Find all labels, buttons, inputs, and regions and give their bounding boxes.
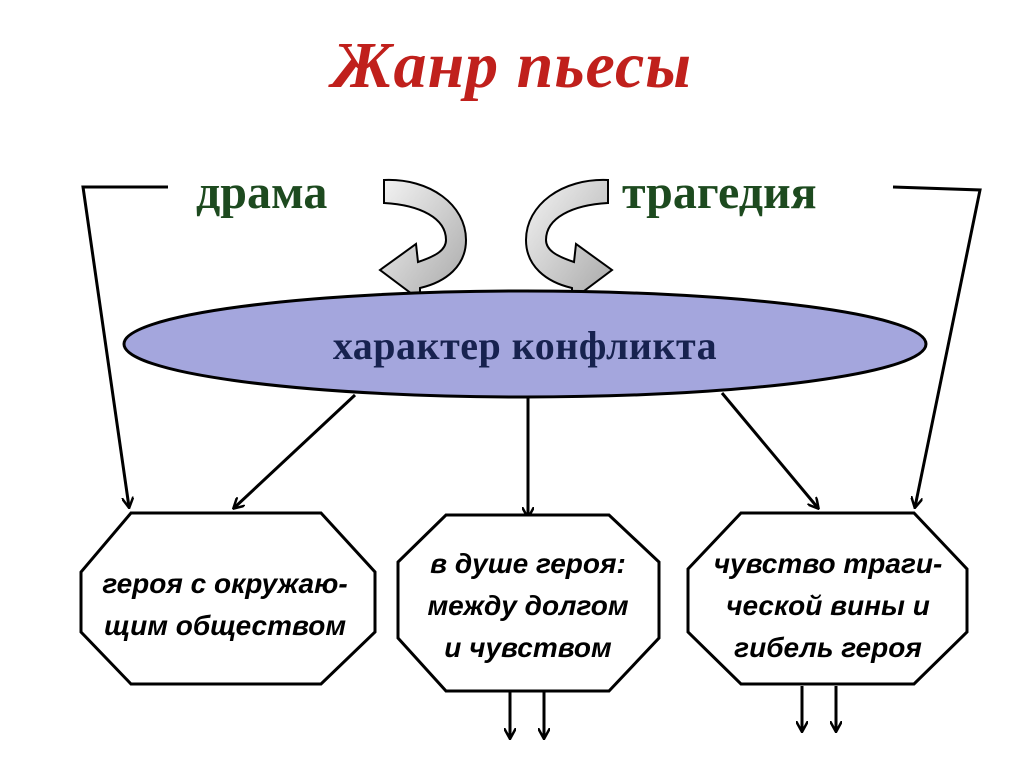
curved-arrow-left [378, 178, 468, 302]
arrow-to-box1 [234, 393, 357, 508]
box1-text: героя с окружаю- щим обществом [70, 563, 380, 647]
box3-line: чувство траги- [713, 548, 943, 579]
page-title: Жанр пьесы [331, 29, 693, 102]
genre-tragedy: трагедия [622, 166, 817, 219]
box2-line: между долгом [427, 590, 629, 621]
arrow-to-box3 [720, 392, 818, 508]
box3-line: гибель героя [734, 632, 922, 663]
box2-text: в душе героя: между долгом и чувством [394, 543, 662, 669]
box2-line: в душе героя: [430, 548, 626, 579]
box2-octagon [396, 513, 661, 693]
box3-octagon [686, 511, 969, 686]
curved-arrow-right [524, 178, 614, 302]
box2-line: и чувством [444, 632, 612, 663]
box1-line: героя с окружаю- [102, 568, 348, 599]
bracket-arrow-right [892, 185, 982, 507]
genre-drama: драма [196, 166, 328, 219]
bracket-arrow-left [81, 185, 168, 507]
box1-line: щим обществом [103, 610, 347, 641]
box3-line: ческой вины и [726, 590, 930, 621]
conflict-label: характер конфликта [332, 323, 718, 368]
conflict-ellipse [122, 289, 928, 399]
box3-text: чувство траги- ческой вины и гибель геро… [684, 543, 972, 669]
box1-octagon [79, 511, 377, 686]
